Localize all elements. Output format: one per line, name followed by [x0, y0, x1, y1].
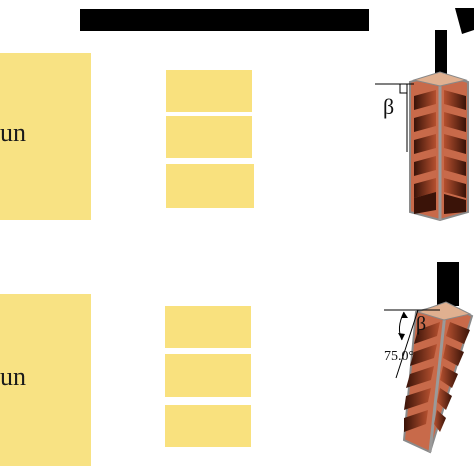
sun-label-bottom: un	[0, 362, 26, 391]
solar-cells-left-top	[414, 90, 436, 214]
satellite-cap-top	[412, 71, 468, 87]
angle-arrow-down	[398, 333, 405, 340]
tilt-angle-value: 75.0°	[384, 349, 414, 364]
solar-cells-left-bottom	[404, 322, 440, 432]
tilt-reference-line	[395, 309, 419, 379]
solar-cells-right-top	[444, 90, 466, 214]
beta-label-top: β	[383, 94, 394, 119]
angle-arrow-up	[401, 312, 408, 318]
light-slab-bottom-1	[165, 306, 251, 348]
light-slab-bottom-3	[165, 405, 251, 447]
light-slab-top-3	[166, 164, 254, 208]
antenna-top	[435, 30, 447, 74]
right-angle-marker	[399, 84, 407, 94]
sun-panel-top	[0, 53, 91, 220]
antenna-bottom	[437, 262, 459, 306]
solar-cells-right-bottom	[434, 322, 470, 432]
antenna-arm-top	[455, 8, 474, 34]
sun-panel-bottom	[0, 294, 91, 466]
light-slab-bottom-2	[165, 354, 251, 397]
light-slab-top-1	[166, 70, 252, 112]
light-slab-top-2	[166, 116, 252, 158]
satellite-edge-bottom	[428, 303, 448, 453]
satellite-cap-bottom	[416, 301, 472, 321]
satellite-upright	[375, 8, 474, 222]
title-bar	[80, 9, 369, 31]
beta-label-bottom: β	[416, 313, 426, 335]
sun-label-top: un	[0, 118, 26, 147]
satellite-tilted	[384, 262, 474, 454]
